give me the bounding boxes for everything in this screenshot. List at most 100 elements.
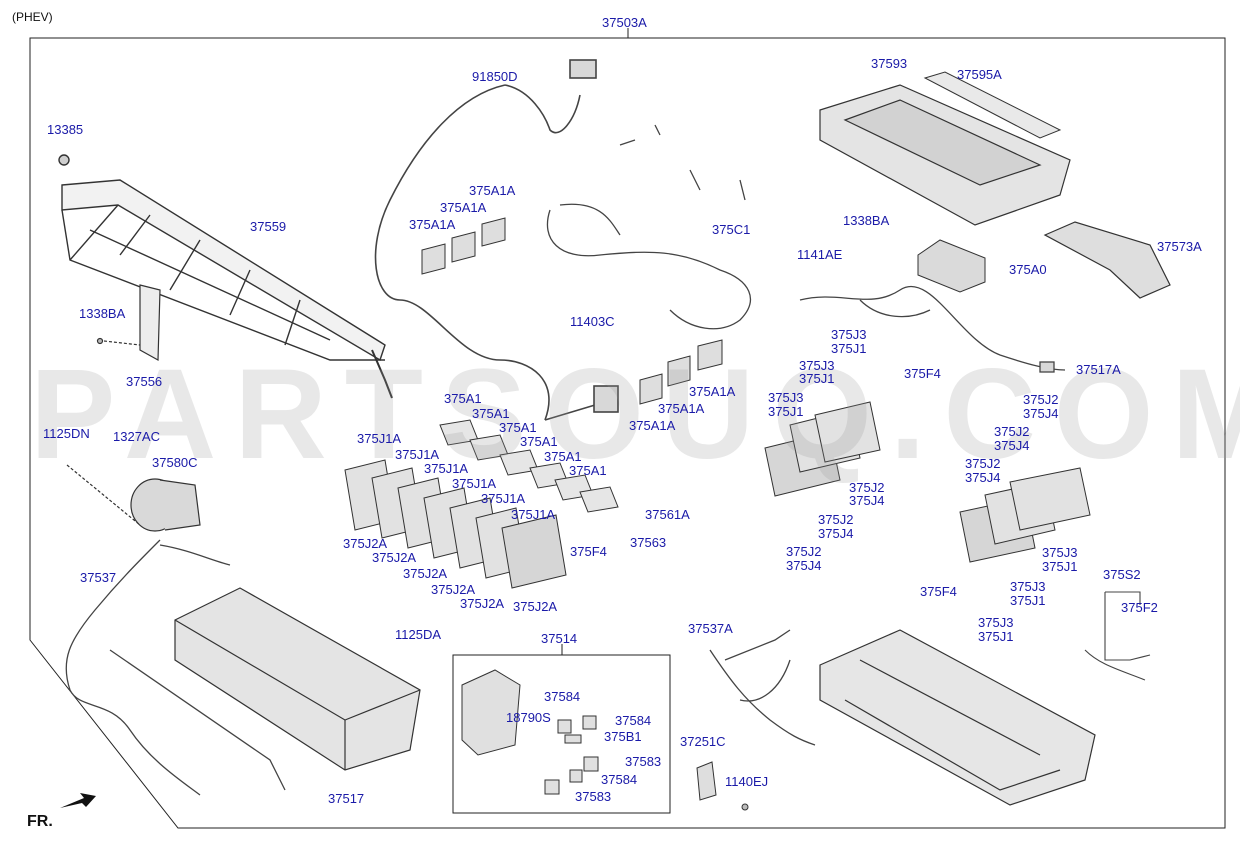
part-label[interactable]: 375A0 [1009,262,1047,277]
part-label[interactable]: 375A1 [499,420,537,435]
harness-375s2 [1084,591,1151,681]
part-label[interactable]: 375J2 [818,512,854,527]
part-label[interactable]: 375J3 [799,358,835,373]
part-label[interactable]: 37537 [80,570,117,585]
part-label[interactable]: 375B1 [604,729,642,744]
part-label[interactable]: 375J1A [395,447,440,462]
part-label[interactable]: 375J3 [831,327,867,342]
harness-91850d [374,59,619,421]
part-label[interactable]: 13385 [47,122,84,137]
part-label[interactable]: 37593 [871,56,908,71]
part-label[interactable]: 375A1 [569,463,607,478]
cover-37593 [819,84,1071,226]
part-label[interactable]: 37583 [625,754,662,769]
part-label[interactable]: 37583 [575,789,612,804]
part-label[interactable]: 375S2 [1103,567,1141,582]
part-label[interactable]: 375J2 [849,480,885,495]
part-label[interactable]: 375F4 [904,366,941,381]
part-label[interactable]: 375C1 [712,222,751,237]
part-label[interactable]: 375J1A [511,507,556,522]
part-label[interactable]: 375A1A [658,401,705,416]
part-label[interactable]: 375J4 [849,493,885,508]
part-label[interactable]: 375J1A [424,461,469,476]
part-label[interactable]: 375J3 [768,390,804,405]
part-label[interactable]: 37563 [630,535,667,550]
front-arrow-icon [60,793,96,808]
part-label[interactable]: 1338BA [843,213,890,228]
tray-frame-part [58,154,393,399]
part-label[interactable]: 375J1 [1010,593,1046,608]
part-label[interactable]: 375A1A [469,183,516,198]
part-label[interactable]: 37517 [328,791,365,806]
part-label[interactable]: 375J2 [786,544,822,559]
part-label[interactable]: 1327AC [113,429,160,444]
part-label[interactable]: 375J2A [513,599,558,614]
part-label[interactable]: 37556 [126,374,163,389]
part-label[interactable]: 375A1A [629,418,676,433]
part-label[interactable]: 375J2 [1023,392,1059,407]
part-label[interactable]: 91850D [472,69,518,84]
part-label[interactable]: 37559 [250,219,287,234]
part-label[interactable]: 375J4 [965,470,1001,485]
bracket-37251c [696,761,749,811]
part-label[interactable]: 375J2 [965,456,1001,471]
part-label[interactable]: 1125DA [395,627,442,642]
part-label[interactable]: 37584 [601,772,638,787]
part-label[interactable]: 375F4 [920,584,957,599]
module-375a0 [917,239,986,293]
part-label[interactable]: 375J3 [1042,545,1078,560]
part-label[interactable]: 37537A [688,621,733,636]
part-label[interactable]: 375J1A [452,476,497,491]
frame-part-label[interactable]: 37503A [602,15,647,30]
part-label[interactable]: 375A1A [689,384,736,399]
part-label[interactable]: 1338BA [79,306,126,321]
part-label[interactable]: 37595A [957,67,1002,82]
part-label[interactable]: 375J2A [343,536,388,551]
part-label[interactable]: 375A1A [440,200,487,215]
part-label[interactable]: 375J1 [768,404,804,419]
part-label[interactable]: 375A1 [444,391,482,406]
battery-modules-upper-right [764,401,881,497]
part-label[interactable]: 375A1A [409,217,456,232]
part-label[interactable]: 375J3 [978,615,1014,630]
part-label[interactable]: 37514 [541,631,578,646]
part-label[interactable]: 375J1 [831,341,867,356]
bracket-part [96,284,161,362]
battery-tray-lower-right [819,629,1096,806]
part-label[interactable]: 375J1 [1042,559,1078,574]
part-label[interactable]: 1141AE [797,247,843,262]
part-label[interactable]: 11403C [570,314,615,329]
front-marker: FR. [27,813,53,830]
part-label[interactable]: 375A1 [472,406,510,421]
part-label[interactable]: 375A1 [544,449,582,464]
part-label[interactable]: 375J2 [994,424,1030,439]
part-label[interactable]: 375J1A [481,491,526,506]
part-label[interactable]: 37561A [645,507,690,522]
part-label[interactable]: 375F2 [1121,600,1158,615]
part-label[interactable]: 37584 [615,713,652,728]
part-label[interactable]: 375J1 [799,371,835,386]
part-label[interactable]: 37584 [544,689,581,704]
variant-label: (PHEV) [12,10,53,24]
part-label[interactable]: 375J2A [403,566,448,581]
part-label[interactable]: 375F4 [570,544,607,559]
part-label[interactable]: 1125DN [43,426,90,441]
part-label[interactable]: 375J4 [786,558,822,573]
part-label[interactable]: 18790S [506,710,551,725]
part-label[interactable]: 375J4 [1023,406,1059,421]
part-label[interactable]: 375J3 [1010,579,1046,594]
part-label[interactable]: 375A1 [520,434,558,449]
part-label[interactable]: 37580C [152,455,198,470]
part-label[interactable]: 375J4 [818,526,854,541]
part-label[interactable]: 37573A [1157,239,1202,254]
part-label[interactable]: 375J2A [372,550,417,565]
part-label[interactable]: 375J2A [460,596,505,611]
part-label[interactable]: 375J4 [994,438,1030,453]
part-label[interactable]: 37517A [1076,362,1121,377]
part-label[interactable]: 1140EJ [725,774,769,789]
part-label[interactable]: 375J2A [431,582,476,597]
part-label[interactable]: 375J1 [978,629,1014,644]
part-label[interactable]: 375J1A [357,431,402,446]
part-label[interactable]: 37251C [680,734,726,749]
